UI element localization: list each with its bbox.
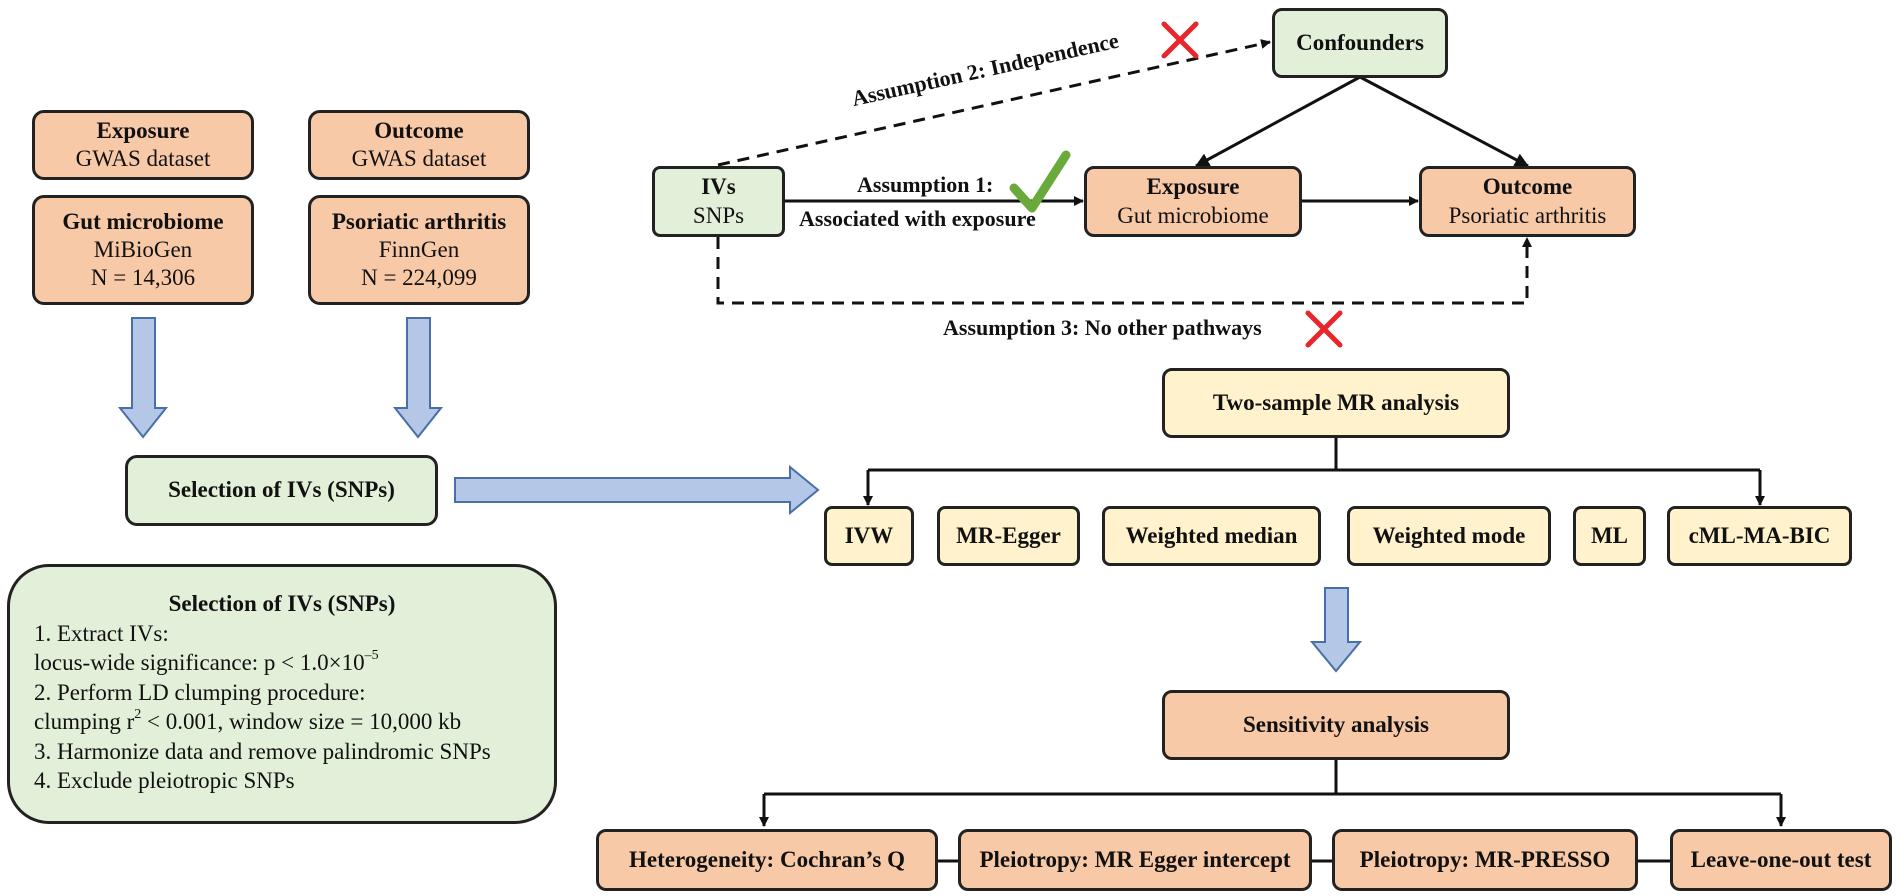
outcome-gwas-box: Outcome GWAS dataset xyxy=(308,110,530,180)
dashed-arrow-ivs-to-confounders xyxy=(717,39,1271,167)
method-weighted-median-label: Weighted median xyxy=(1125,522,1298,548)
selection-step-1: 1. Extract IVs: xyxy=(34,620,169,646)
ivs-subtitle: SNPs xyxy=(692,202,745,228)
test-egger-intercept-label: Pleiotropy: MR Egger intercept xyxy=(979,846,1291,872)
method-mr-egger-label: MR-Egger xyxy=(956,522,1061,548)
test-mr-presso-box: Pleiotropy: MR-PRESSO xyxy=(1332,829,1638,891)
exposure-trait: Gut microbiome xyxy=(62,208,224,234)
method-mr-egger-box: MR-Egger xyxy=(937,506,1080,566)
exposure-node-title: Exposure xyxy=(1146,174,1240,200)
exposure-subtitle: GWAS dataset xyxy=(75,146,211,171)
exposure-title: Exposure xyxy=(96,117,190,143)
assumption-1-label-line2: Associated with exposure xyxy=(799,206,1036,231)
analysis-tree-connector xyxy=(863,437,1765,506)
dashed-path-ivs-to-outcome xyxy=(716,237,1532,305)
test-heterogeneity-label: Heterogeneity: Cochran’s Q xyxy=(629,846,905,872)
cross-mark-icon-pathways xyxy=(1305,310,1343,348)
outcome-trait: Psoriatic arthritis xyxy=(331,208,507,234)
selection-step-2-detail: clumping r2 < 0.001, window size = 10,00… xyxy=(34,707,462,734)
arrow-confounders-to-exposure xyxy=(1195,75,1361,168)
sensitivity-analysis-label: Sensitivity analysis xyxy=(1243,711,1429,737)
confounders-label: Confounders xyxy=(1296,29,1424,55)
method-weighted-mode-box: Weighted mode xyxy=(1347,506,1551,566)
sensitivity-analysis-box: Sensitivity analysis xyxy=(1162,690,1510,760)
cross-mark-icon-independence xyxy=(1161,21,1199,59)
selection-of-ivs-label: Selection of IVs (SNPs) xyxy=(168,477,395,503)
method-ivw-label: IVW xyxy=(844,522,894,548)
method-weighted-mode-label: Weighted mode xyxy=(1372,522,1526,548)
block-arrow-selection-right xyxy=(454,464,820,516)
test-leave-one-out-box: Leave-one-out test xyxy=(1670,829,1892,891)
ivs-box: IVs SNPs xyxy=(652,166,785,237)
outcome-sample-size: N = 224,099 xyxy=(361,265,477,291)
method-ml-label: ML xyxy=(1590,522,1629,548)
outcome-node-subtitle: Psoriatic arthritis xyxy=(1448,202,1607,228)
selection-detail-title: Selection of IVs (SNPs) xyxy=(168,591,396,616)
test-leave-one-out-label: Leave-one-out test xyxy=(1690,846,1872,872)
sensitivity-tree-connector xyxy=(759,759,1786,863)
outcome-title: Outcome xyxy=(374,117,464,143)
block-arrow-outcome-down xyxy=(392,317,444,439)
method-cml-ma-bic-box: cML-MA-BIC xyxy=(1667,506,1852,566)
block-arrow-analysis-down xyxy=(1309,587,1363,673)
two-sample-mr-analysis-box: Two-sample MR analysis xyxy=(1162,368,1510,438)
outcome-subtitle: GWAS dataset xyxy=(351,146,487,171)
selection-step-4: 4. Exclude pleiotropic SNPs xyxy=(34,768,295,793)
arrow-confounders-to-outcome xyxy=(1359,75,1529,168)
two-sample-mr-analysis-label: Two-sample MR analysis xyxy=(1212,389,1460,415)
test-heterogeneity-box: Heterogeneity: Cochran’s Q xyxy=(596,829,938,891)
selection-step-3: 3. Harmonize data and remove palindromic… xyxy=(34,738,491,764)
selection-step-2: 2. Perform LD clumping procedure: xyxy=(34,679,366,705)
method-ivw-box: IVW xyxy=(824,506,914,566)
outcome-trait-box: Psoriatic arthritis FinnGen N = 224,099 xyxy=(308,195,530,305)
exposure-trait-box: Gut microbiome MiBioGen N = 14,306 xyxy=(32,195,254,305)
assumption-3-label: Assumption 3: No other pathways xyxy=(943,315,1262,340)
exposure-node-subtitle: Gut microbiome xyxy=(1117,202,1269,228)
block-arrow-exposure-down xyxy=(117,317,169,439)
exposure-source: MiBioGen xyxy=(93,236,193,262)
selection-of-ivs-box: Selection of IVs (SNPs) xyxy=(125,455,438,526)
exposure-gwas-box: Exposure GWAS dataset xyxy=(32,110,254,180)
confounders-box: Confounders xyxy=(1272,8,1448,78)
test-egger-intercept-box: Pleiotropy: MR Egger intercept xyxy=(958,829,1312,891)
method-weighted-median-box: Weighted median xyxy=(1102,506,1321,566)
assumption-1-label-line1: Assumption 1: xyxy=(857,172,994,197)
outcome-source: FinnGen xyxy=(378,236,460,262)
method-cml-ma-bic-label: cML-MA-BIC xyxy=(1688,522,1831,548)
exposure-node-box: Exposure Gut microbiome xyxy=(1084,166,1302,237)
exposure-sample-size: N = 14,306 xyxy=(90,265,196,291)
outcome-node-title: Outcome xyxy=(1482,174,1573,200)
selection-step-1-detail: locus-wide significance: p < 1.0×10–5 xyxy=(34,648,379,675)
test-mr-presso-label: Pleiotropy: MR-PRESSO xyxy=(1359,846,1611,872)
outcome-node-box: Outcome Psoriatic arthritis xyxy=(1419,166,1636,237)
check-mark-icon xyxy=(1009,150,1071,213)
method-ml-box: ML xyxy=(1573,506,1646,566)
ivs-title: IVs xyxy=(701,174,736,200)
selection-detail-panel: Selection of IVs (SNPs) 1. Extract IVs: … xyxy=(7,564,557,824)
